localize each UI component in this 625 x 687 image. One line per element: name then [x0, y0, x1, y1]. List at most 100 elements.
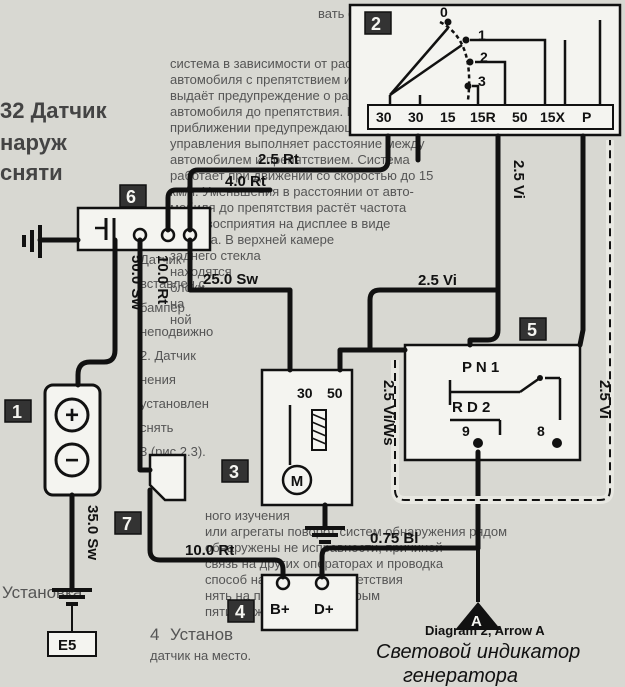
bg-bottom-word: Установ	[170, 625, 233, 644]
indicator-module-box	[403, 343, 582, 462]
switch-pos-2: 2	[480, 49, 488, 65]
wire-50-0-sw	[75, 237, 118, 388]
dashed-wire-loop	[391, 140, 614, 504]
wire-4-0-rt	[165, 187, 273, 233]
switch-pos-0: 0	[440, 4, 448, 20]
junction-number-badge	[114, 511, 142, 535]
ground-starter	[305, 502, 345, 544]
ignition-switch-number: 2	[371, 14, 381, 34]
switch-terminal-label: 15	[440, 109, 456, 125]
module-pin-9: 9	[462, 423, 470, 439]
ground-battery: E5	[47, 588, 97, 657]
bg-text-line: снять	[140, 420, 174, 435]
label-2-5-vi-right: 2.5 Vi	[596, 380, 613, 419]
wire-2-5-vi-branch	[367, 287, 501, 353]
bg-text-line: автомобиля до препятствия. При	[170, 104, 371, 119]
label-0-75-bl: 0.75 Bl	[370, 530, 418, 547]
wire-10-0-rt-lower	[147, 487, 286, 580]
wire-2-5-vi-right	[577, 133, 586, 348]
bg-text-line: ного изучения	[205, 508, 290, 523]
bg-text-line: 2. Датчик	[140, 348, 196, 363]
bg-text-line: установлен	[140, 396, 209, 411]
module-text-top: P N 1	[462, 359, 499, 376]
bg-bottom-num: 4	[150, 625, 159, 644]
switch-pos-3: 3	[478, 73, 486, 89]
label-2-5-rt: 2.5 Rt	[258, 151, 299, 168]
switch-bus-1	[470, 38, 547, 105]
junction-block: 7	[114, 453, 187, 535]
module-switch-blade	[519, 376, 541, 394]
battery: 1 + −	[4, 383, 102, 497]
switch-terminal-label: 30	[376, 109, 392, 125]
arrow-a-label: A	[471, 613, 482, 630]
bg-heading-3: сняти	[0, 160, 63, 185]
wire-labels: 2.5 Rt 4.0 Rt 25.0 Sw 50.0 Sw 10.0 Rt 35…	[84, 151, 613, 560]
bg-text-line: система в зависимости от расстояния	[170, 56, 400, 71]
module-number: 5	[527, 320, 537, 340]
switch-terminal-label: 15R	[470, 109, 496, 125]
connector-number: 6	[126, 187, 136, 207]
arrow-a: A	[455, 548, 501, 630]
wire-to-starter-50	[337, 347, 408, 373]
battery-plus-symbol: +	[65, 402, 79, 429]
starter-motor: 3 30 50 M	[221, 368, 354, 507]
switch-terminals: 30 30 15 15R 50 15X P	[376, 109, 591, 125]
battery-minus-terminal	[54, 442, 90, 478]
module-number-badge	[519, 317, 547, 341]
switch-terminal-label: P	[582, 109, 591, 125]
starter-terminal-50: 50	[327, 385, 343, 401]
switch-arm-2	[389, 43, 463, 97]
label-50-0-sw: 50.0 Sw	[128, 255, 145, 310]
connector-number-badge	[119, 184, 147, 208]
starter-number-badge	[221, 459, 249, 483]
alternator-terminal-dplus: D+	[314, 601, 334, 618]
label-2-5-vi-horizontal: 2.5 Vi	[418, 272, 457, 289]
bg-text-line: находятся	[170, 264, 232, 279]
switch-arc	[439, 20, 471, 101]
alternator: 4 B+ D+	[227, 573, 359, 632]
bg-text-line: автомобилем и препятствием. Система	[170, 152, 411, 167]
wire-25-0-sw	[187, 237, 293, 373]
wires	[69, 133, 586, 593]
bg-text-line: ной	[170, 312, 192, 327]
bg-text-line: автомобиля с препятствием и задним	[170, 72, 399, 87]
switch-arm	[389, 27, 449, 96]
ignition-switch-number-badge	[364, 11, 392, 35]
label-35-0-sw: 35.0 Sw	[84, 505, 101, 560]
wire-10-0-rt-upper	[137, 237, 153, 473]
bg-heading-1: 32 Датчик	[0, 98, 108, 123]
label-10-0-rt-vertical: 10.0 Rt	[154, 255, 171, 304]
wire-2-5-rt	[187, 133, 391, 233]
module-pin-8: 8	[537, 423, 545, 439]
battery-plus-terminal	[54, 397, 90, 433]
bg-text-line: неподвижно	[140, 324, 213, 339]
switch-terminal-label: 50	[512, 109, 528, 125]
switch-pos-2-dot	[466, 58, 474, 66]
alternator-number-badge	[227, 599, 255, 623]
switch-pos-0-dot	[444, 18, 452, 26]
ground-left	[22, 225, 81, 258]
label-25-0-sw: 25.0 Sw	[203, 271, 258, 288]
battery-number: 1	[12, 402, 22, 422]
bg-text-line: заднего стекла	[170, 248, 261, 263]
module-contact	[537, 375, 543, 381]
switch-terminal-label: 15X	[540, 109, 566, 125]
indicator-module: 5 P N 1 R D 2 9 8	[403, 317, 582, 462]
switch-terminal-label: 30	[408, 109, 424, 125]
starter-motor-label: M	[291, 473, 304, 490]
switch-bus-3	[472, 84, 480, 105]
starter-solenoid-coil	[311, 409, 327, 451]
junction-outline	[148, 453, 187, 502]
bg-text-line: Датчик	[140, 252, 182, 267]
caption-english: Diagram 2, Arrow A	[425, 623, 545, 638]
captions: Diagram 2, Arrow A Световой индикатор ге…	[376, 623, 580, 687]
caption-russian-line1: Световой индикатор	[376, 641, 580, 663]
starter-number: 3	[229, 462, 239, 482]
caption-russian-line2: генератора	[403, 665, 518, 687]
switch-terminal-strip	[367, 104, 614, 130]
module-text-bottom: R D 2	[452, 399, 490, 416]
starter-coil-winding	[311, 413, 327, 445]
bg-heading-2: наруж	[0, 130, 67, 155]
